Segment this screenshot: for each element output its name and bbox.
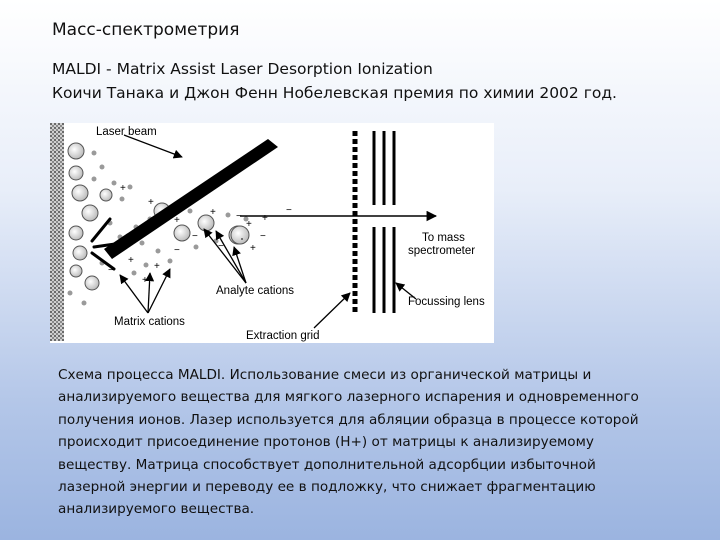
svg-text:+: + — [210, 207, 216, 218]
caption-line: анализируемого вещества. — [58, 501, 255, 518]
ejection-streaks — [90, 217, 124, 271]
svg-text:−: − — [260, 231, 266, 242]
caption-line: происходит присоединение протонов (Н+) о… — [58, 434, 594, 451]
analyte-ion — [230, 225, 250, 245]
maldi-diagram: +++ ++− −−+ +++ +−− +−− — [50, 123, 494, 343]
label-to-mass: To mass — [422, 232, 465, 244]
subtitle: MALDI - Matrix Assist Laser Desorption I… — [52, 57, 692, 105]
label-laser-beam: Laser beam — [96, 126, 157, 138]
caption-line: веществу. Матрица способствует дополните… — [58, 456, 596, 473]
subtitle-line: Коичи Танака и Джон Фенн Нобелевская пре… — [52, 84, 617, 102]
svg-text:+: + — [142, 275, 148, 286]
svg-text:−: − — [236, 211, 242, 222]
svg-text:+: + — [174, 215, 180, 226]
caption-line: Схема процесса MALDI. Использование смес… — [58, 367, 592, 383]
label-analyte-cations: Analyte cations — [216, 285, 294, 297]
svg-text:+: + — [148, 197, 154, 208]
sample-plate — [50, 123, 64, 341]
svg-text:−: − — [192, 231, 198, 242]
label-matrix-cations: Matrix cations — [114, 316, 185, 328]
focussing-lens — [372, 131, 396, 313]
svg-text:+: + — [128, 255, 134, 266]
caption-line: анализируемого вещества для мягкого лазе… — [58, 389, 639, 406]
caption-line: лазерной энергии и переводу ее в подложк… — [58, 479, 596, 496]
svg-text:−: − — [108, 265, 114, 276]
svg-text:+: + — [246, 219, 252, 230]
svg-text:+: + — [154, 261, 160, 272]
svg-text:−: − — [218, 241, 224, 252]
caption: Схема процесса MALDI. Использование смес… — [58, 364, 698, 521]
subtitle-line: MALDI - Matrix Assist Laser Desorption I… — [52, 60, 433, 78]
charge-signs: +++ ++− −−+ +++ +−− +−− — [108, 183, 292, 286]
svg-text:−: − — [174, 245, 180, 256]
caption-line: получения ионов. Лазер используется для … — [58, 411, 639, 428]
label-spectrometer: spectrometer — [408, 245, 475, 257]
slide-title: Масс-спектрометрия — [52, 20, 240, 40]
svg-text:+: + — [262, 213, 268, 224]
svg-text:+: + — [250, 243, 256, 254]
label-extraction-grid: Extraction grid — [246, 330, 320, 342]
laser-beam — [104, 139, 278, 259]
svg-text:−: − — [286, 205, 292, 216]
label-focussing-lens: Focussing lens — [408, 296, 485, 308]
label-arrows — [119, 134, 417, 329]
analyte-ion — [241, 238, 243, 240]
svg-text:+: + — [120, 183, 126, 194]
